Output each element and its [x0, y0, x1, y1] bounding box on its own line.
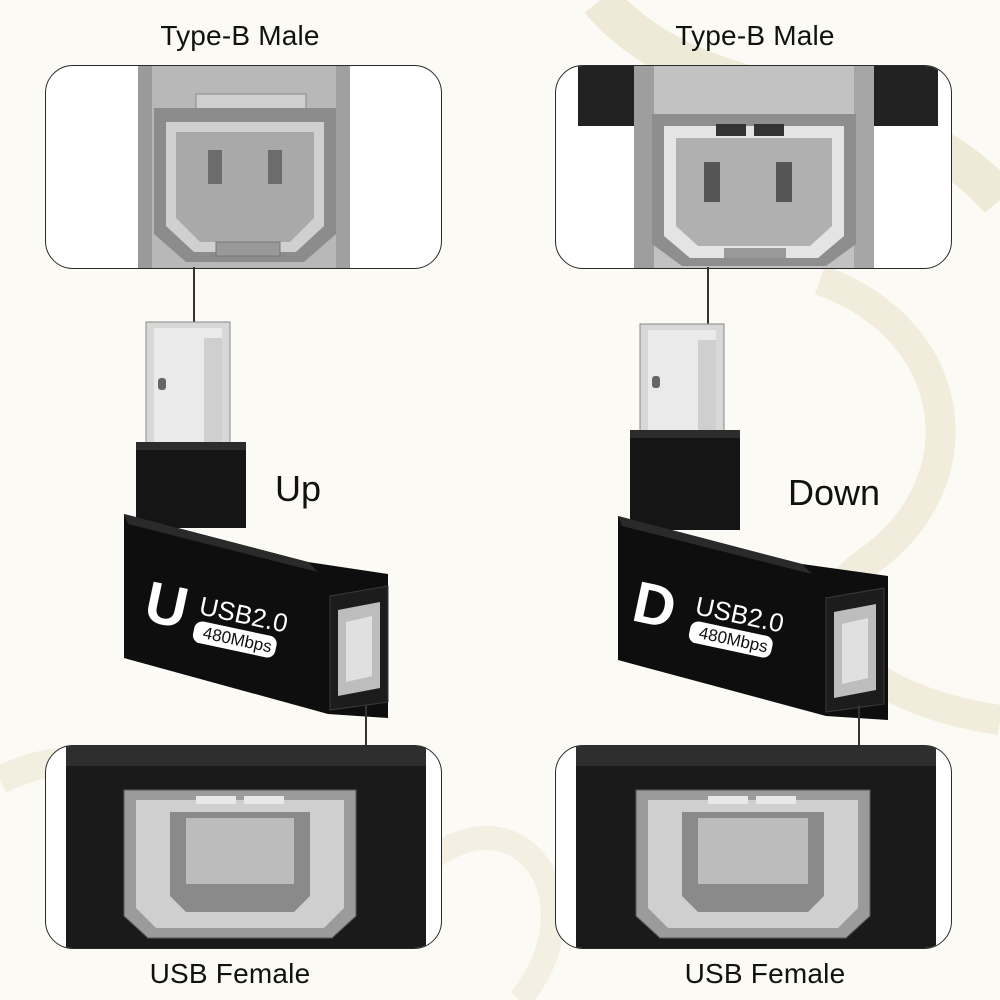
- right-adapter-image: D USB2.0 480Mbps: [618, 323, 888, 720]
- right-female-port-closeup: [555, 745, 952, 949]
- left-top-connector-line: [193, 267, 195, 325]
- left-direction-label: Up: [275, 468, 322, 509]
- left-female-port-closeup: [45, 745, 442, 949]
- left-bottom-label: USB Female: [149, 958, 311, 989]
- left-male-connector-closeup: [45, 65, 442, 269]
- left-adapter-image: U USB2.0 480Mbps: [124, 321, 389, 718]
- right-bottom-connector-line: [858, 705, 860, 747]
- right-male-connector-closeup: [555, 65, 952, 269]
- left-top-label: Type-B Male: [160, 20, 320, 51]
- right-top-connector-line: [707, 267, 709, 325]
- right-bottom-label: USB Female: [684, 958, 846, 989]
- right-top-label: Type-B Male: [675, 20, 835, 51]
- left-bottom-connector-line: [365, 705, 367, 747]
- right-direction-label: Down: [788, 472, 881, 513]
